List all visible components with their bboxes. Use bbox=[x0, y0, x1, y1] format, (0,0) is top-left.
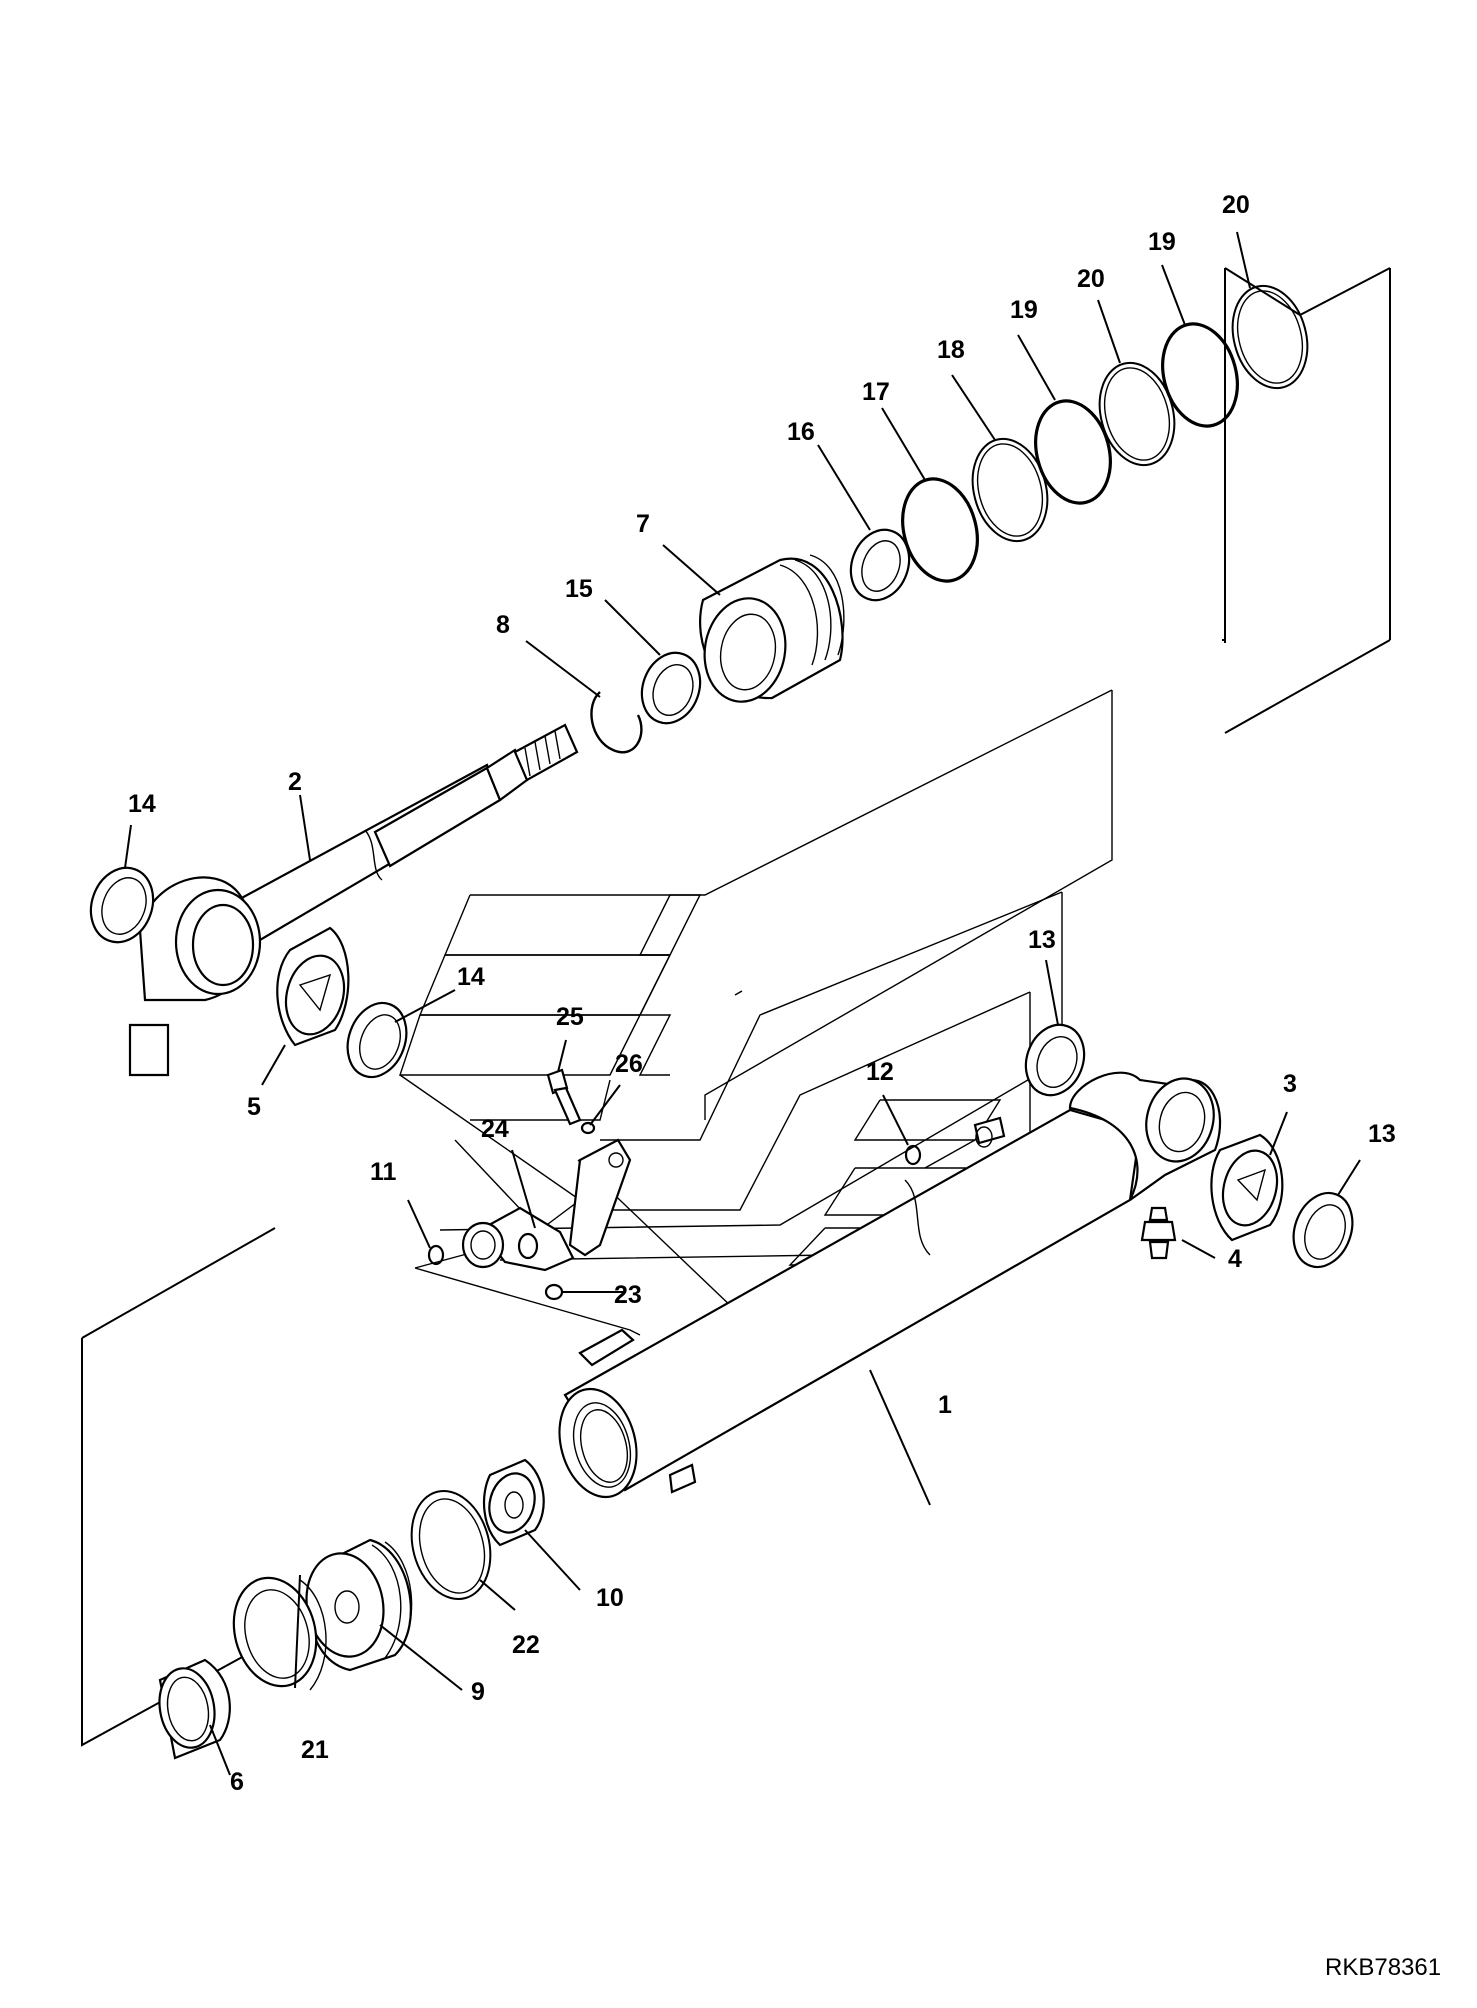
backup-ring-20a bbox=[1098, 361, 1176, 467]
callout-17: 17 bbox=[862, 378, 890, 406]
seal-rings bbox=[901, 284, 1309, 583]
callout-numbers: 1 2 3 4 5 6 7 8 9 10 11 12 13 13 14 14 1… bbox=[128, 191, 1396, 1796]
callout-5: 5 bbox=[247, 1093, 261, 1121]
backup-ring-20b bbox=[1231, 284, 1309, 390]
callout-16: 16 bbox=[787, 418, 815, 446]
callout-6: 6 bbox=[230, 1768, 244, 1796]
cylinder-tube bbox=[558, 1071, 1222, 1499]
snap-ring bbox=[590, 691, 643, 754]
callout-20-b: 20 bbox=[1222, 191, 1250, 219]
callout-10: 10 bbox=[596, 1584, 624, 1612]
ring-16 bbox=[849, 528, 911, 602]
dust-seal-13-upper bbox=[1024, 1023, 1086, 1097]
callout-12: 12 bbox=[866, 1058, 894, 1086]
drawing-reference-code: RKB78361 bbox=[1325, 1954, 1441, 1981]
o-ring-12 bbox=[904, 1144, 922, 1166]
callout-14-mid: 14 bbox=[457, 963, 485, 991]
dust-seal-13-right bbox=[1292, 1191, 1354, 1269]
callout-11: 11 bbox=[370, 1158, 397, 1186]
piston-rod bbox=[128, 723, 579, 1077]
callout-22: 22 bbox=[512, 1631, 540, 1659]
callout-3: 3 bbox=[1283, 1070, 1297, 1098]
callout-2: 2 bbox=[288, 768, 302, 796]
bushing bbox=[276, 926, 350, 1047]
callout-13-upper: 13 bbox=[1028, 926, 1056, 954]
callout-8: 8 bbox=[496, 611, 510, 639]
callout-15: 15 bbox=[565, 575, 593, 603]
grease-fitting-tube bbox=[924, 1116, 1006, 1169]
grease-fitting bbox=[1140, 1206, 1177, 1260]
callout-19-b: 19 bbox=[1148, 228, 1176, 256]
ring-15 bbox=[640, 651, 702, 725]
callout-9: 9 bbox=[471, 1678, 485, 1706]
callout-20-a: 20 bbox=[1077, 265, 1105, 293]
callout-23: 23 bbox=[614, 1281, 642, 1309]
elbow-fitting bbox=[461, 1138, 632, 1272]
leader-lines bbox=[124, 231, 1361, 1776]
bolt bbox=[546, 1068, 582, 1126]
callout-26: 26 bbox=[615, 1050, 643, 1078]
ring-22 bbox=[410, 1489, 492, 1601]
callout-4: 4 bbox=[1228, 1245, 1242, 1273]
callout-25: 25 bbox=[556, 1003, 584, 1031]
bushing-3 bbox=[1210, 1133, 1284, 1242]
callout-1: 1 bbox=[938, 1391, 952, 1419]
dust-seal-mid bbox=[346, 1001, 408, 1079]
callout-7: 7 bbox=[636, 510, 650, 538]
bushing-6 bbox=[158, 1658, 231, 1760]
callout-24: 24 bbox=[481, 1115, 509, 1143]
callout-18: 18 bbox=[937, 336, 965, 364]
dust-seal-rod-end bbox=[89, 866, 155, 944]
cylinder-head bbox=[699, 554, 845, 703]
callout-21: 21 bbox=[301, 1736, 329, 1764]
o-ring-19a bbox=[1034, 399, 1112, 505]
o-ring-11 bbox=[427, 1244, 445, 1266]
washer bbox=[580, 1121, 596, 1135]
o-ring-19b bbox=[1161, 322, 1239, 428]
piping-schematic bbox=[399, 689, 1113, 1311]
callout-14-rod: 14 bbox=[128, 790, 156, 818]
callout-13-right: 13 bbox=[1368, 1120, 1396, 1148]
callout-19-a: 19 bbox=[1010, 296, 1038, 324]
small-o-rings bbox=[427, 1144, 922, 1301]
piston bbox=[305, 1538, 413, 1672]
nut bbox=[483, 1458, 545, 1547]
o-ring-17 bbox=[901, 477, 979, 583]
o-ring-23 bbox=[544, 1283, 564, 1301]
assembly-frame-lines bbox=[81, 267, 1391, 1747]
